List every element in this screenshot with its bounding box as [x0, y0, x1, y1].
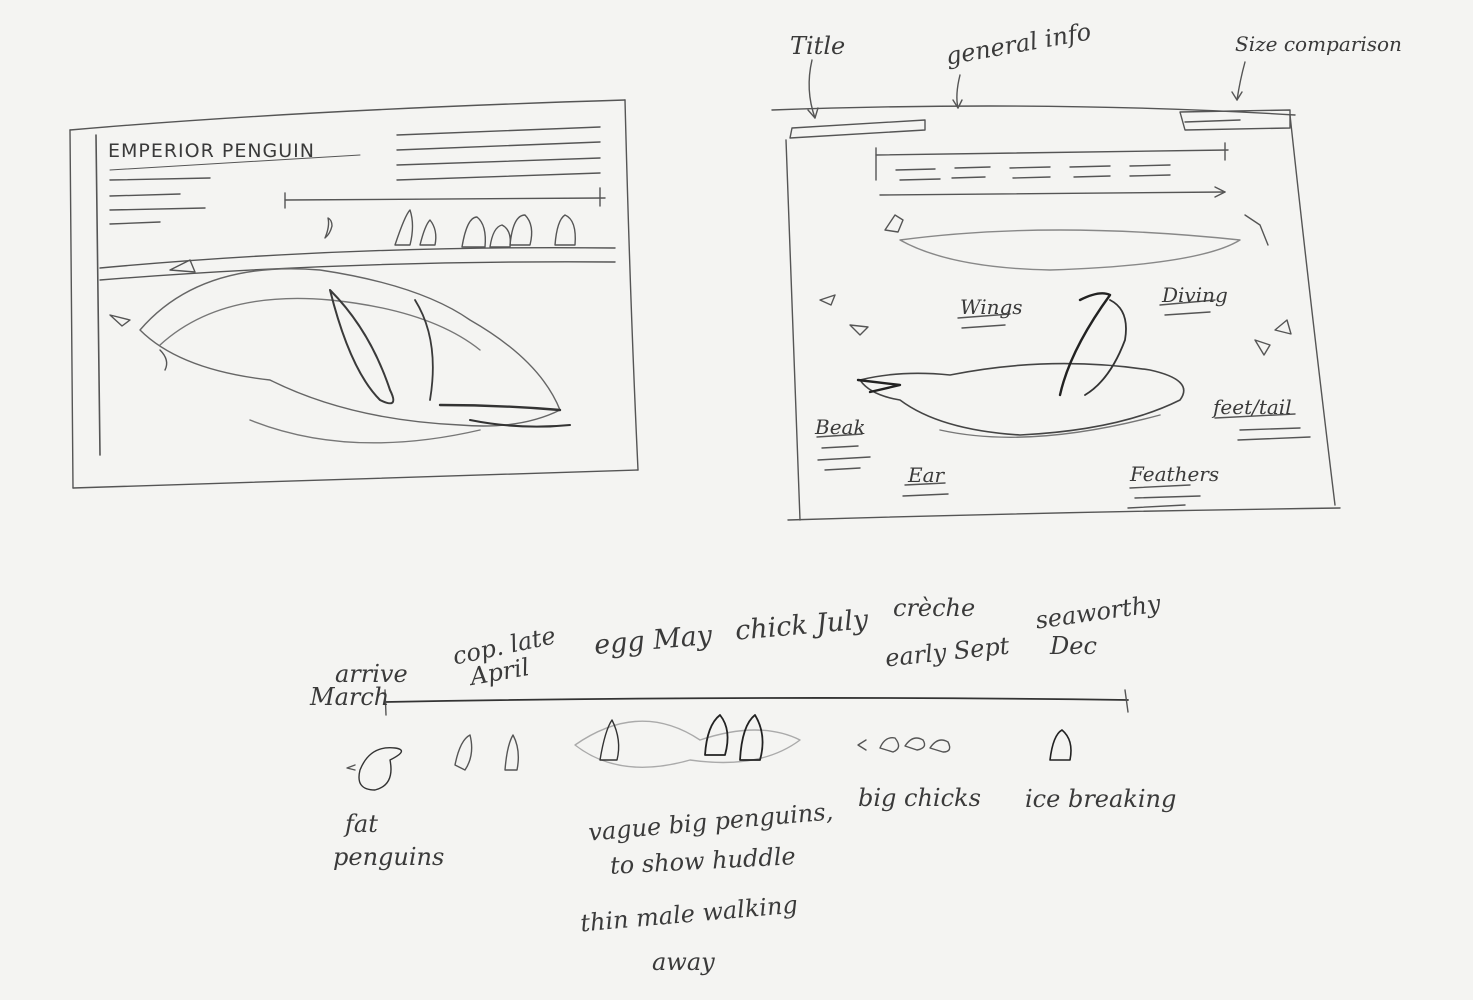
left-frame [69, 99, 639, 489]
timeline-line [346, 689, 1129, 791]
label-ear: Ear [908, 463, 945, 487]
label-beak: Beak [815, 415, 866, 439]
timeline-label-dec: Dec [1050, 632, 1097, 660]
annotation-title: Title [790, 32, 846, 60]
annotation-size-comparison: Size comparison [1235, 32, 1402, 56]
note-fat: fat [345, 810, 378, 838]
label-wings: Wings [960, 295, 1023, 319]
left-sketch-title: EMPERIOR PENGUIN [108, 140, 315, 162]
label-diving: Diving [1162, 283, 1228, 307]
note-away: away [652, 948, 715, 976]
note-penguins: penguins [333, 843, 445, 871]
right-frame [771, 59, 1341, 521]
label-feathers: Feathers [1130, 462, 1220, 486]
timeline-label-march: March [310, 683, 390, 711]
label-feet-tail: feet/tail [1213, 395, 1292, 419]
note-ice-breaking: ice breaking [1025, 785, 1177, 813]
note-big-chicks: big chicks [858, 784, 981, 812]
timeline-label-arrive: arrive [335, 660, 408, 688]
timeline-label-creche: crèche [893, 594, 976, 622]
